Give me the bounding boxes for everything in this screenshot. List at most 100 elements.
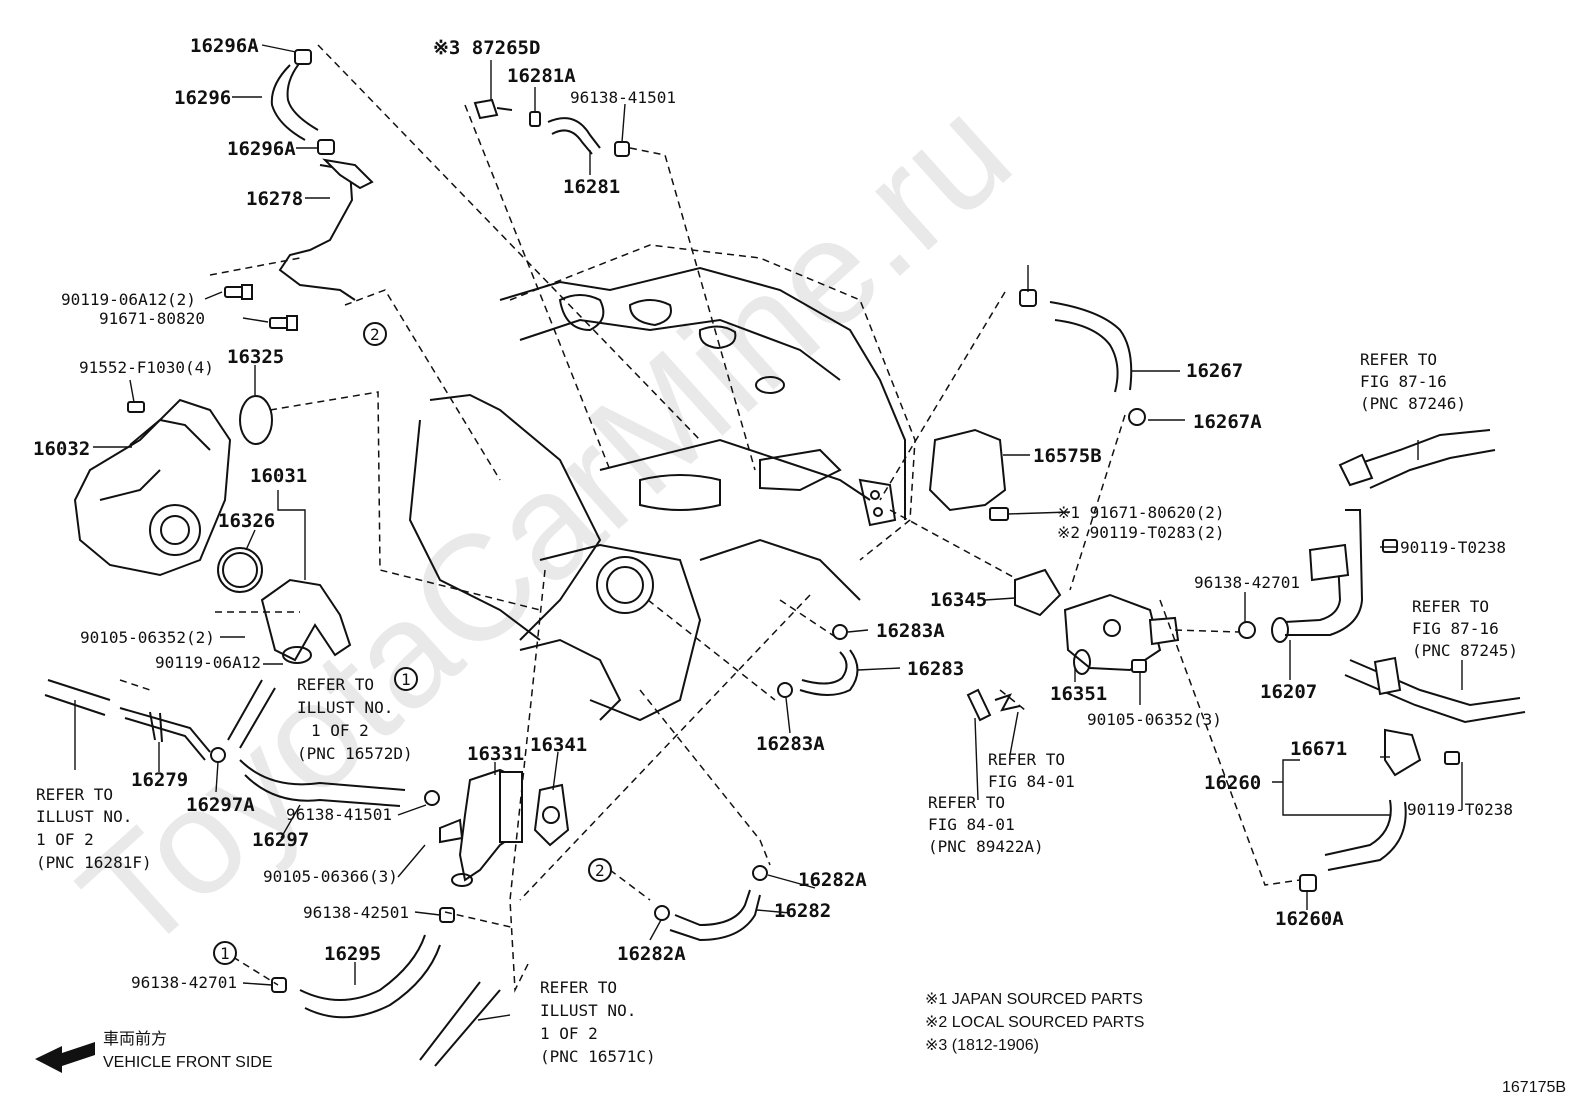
footnote-1: ※1 JAPAN SOURCED PARTS bbox=[925, 991, 1143, 1008]
callout-2: 2 bbox=[370, 325, 380, 344]
direction-en: VEHICLE FRONT SIDE bbox=[103, 1054, 273, 1071]
label-16282a-top: 16282A bbox=[798, 869, 867, 891]
label-16031: 16031 bbox=[250, 465, 307, 487]
label-90119-t0238-top: 90119-T0238 bbox=[1400, 538, 1506, 557]
gasket-16325 bbox=[239, 395, 273, 445]
svg-text:ILLUST NO.: ILLUST NO. bbox=[540, 1001, 636, 1020]
callout-circles: 2 1 2 1 bbox=[213, 322, 612, 965]
label-16326: 16326 bbox=[218, 510, 275, 532]
hose-16260 bbox=[1299, 728, 1460, 892]
label-16267: 16267 bbox=[1186, 360, 1243, 382]
svg-text:FIG 87-16: FIG 87-16 bbox=[1412, 619, 1499, 638]
svg-text:(PNC 87246): (PNC 87246) bbox=[1360, 394, 1466, 413]
svg-text:FIG 84-01: FIG 84-01 bbox=[988, 772, 1075, 791]
svg-text:FIG 87-16: FIG 87-16 bbox=[1360, 372, 1447, 391]
water-pump-16032 bbox=[73, 398, 232, 577]
label-16341: 16341 bbox=[530, 734, 587, 756]
label-16575b: 16575B bbox=[1033, 445, 1102, 467]
label-16297: 16297 bbox=[252, 829, 309, 851]
label-16267a-bot: 16267A bbox=[1193, 411, 1262, 433]
water-inlet-16031 bbox=[260, 578, 352, 664]
svg-text:REFER TO: REFER TO bbox=[36, 785, 113, 804]
label-16260a: 16260A bbox=[1275, 908, 1344, 930]
hose-16282 bbox=[654, 865, 768, 942]
hose-stub-16571c bbox=[419, 981, 501, 1067]
label-16283a-bot: 16283A bbox=[756, 733, 825, 755]
label-90119-06a12: 90119-06A12 bbox=[155, 653, 261, 672]
gasket-16341 bbox=[533, 783, 570, 847]
refer-84-01-b: REFER TO FIG 84-01 (PNC 89422A) bbox=[928, 793, 1044, 856]
footnote-2: ※2 LOCAL SOURCED PARTS bbox=[925, 1014, 1144, 1031]
hose-87246 bbox=[1338, 429, 1496, 489]
label-90119-t0283: ※2 90119-T0283(2) bbox=[1057, 523, 1225, 542]
label-16281a: 16281A bbox=[507, 65, 576, 87]
part-labels: 16296A 16296 16296A 16278 90119-06A12(2)… bbox=[33, 35, 1513, 992]
label-16281: 16281 bbox=[563, 176, 620, 198]
refer-16572d: REFER TO ILLUST NO. 1 OF 2 (PNC 16572D) bbox=[297, 675, 413, 763]
label-96138-42701-r: 96138-42701 bbox=[1194, 573, 1300, 592]
o-ring-16326 bbox=[217, 547, 263, 593]
label-16297a: 16297A bbox=[186, 794, 255, 816]
pipe-16278 bbox=[278, 158, 374, 301]
svg-text:REFER TO: REFER TO bbox=[297, 675, 374, 694]
hose-87245 bbox=[1344, 656, 1526, 724]
svg-text:1 OF 2: 1 OF 2 bbox=[540, 1024, 598, 1043]
dashed-leaders bbox=[119, 44, 1301, 993]
label-16325: 16325 bbox=[227, 346, 284, 368]
svg-text:(PNC 89422A): (PNC 89422A) bbox=[928, 837, 1044, 856]
hose-16297 bbox=[210, 747, 440, 807]
label-16282a-bot: 16282A bbox=[617, 943, 686, 965]
housing-16351 bbox=[1063, 593, 1180, 675]
svg-text:REFER TO: REFER TO bbox=[928, 793, 1005, 812]
hose-16295 bbox=[271, 907, 455, 1019]
label-90105-06366: 90105-06366(3) bbox=[263, 867, 398, 886]
svg-text:FIG 84-01: FIG 84-01 bbox=[928, 815, 1015, 834]
label-16032: 16032 bbox=[33, 438, 90, 460]
footnote-3: ※3 (1812-1906) bbox=[925, 1037, 1039, 1054]
label-16283: 16283 bbox=[907, 658, 964, 680]
bracket-16575b bbox=[928, 428, 1007, 512]
direction-jp: 車両前方 bbox=[103, 1030, 167, 1048]
refer-87246: REFER TO FIG 87-16 (PNC 87246) bbox=[1360, 350, 1466, 413]
callout-1: 1 bbox=[401, 670, 411, 689]
label-91671-80620: ※1 91671-80620(2) bbox=[1057, 503, 1225, 522]
sensor-89422a bbox=[966, 688, 1021, 722]
engine-block bbox=[408, 244, 916, 722]
callout-2b: 2 bbox=[595, 861, 605, 880]
svg-text:ILLUST NO.: ILLUST NO. bbox=[36, 807, 132, 826]
label-96138-42701-l: 96138-42701 bbox=[131, 973, 237, 992]
label-16296a-top: 16296A bbox=[190, 35, 259, 57]
leader-lines bbox=[74, 44, 1463, 1021]
label-96138-41501-t: 96138-41501 bbox=[570, 88, 676, 107]
svg-text:REFER TO: REFER TO bbox=[1412, 597, 1489, 616]
arrow-left-icon bbox=[35, 1042, 95, 1073]
hose-16296 bbox=[270, 49, 335, 155]
svg-text:(PNC 87245): (PNC 87245) bbox=[1412, 641, 1518, 660]
callout-1b: 1 bbox=[220, 944, 230, 963]
label-16279: 16279 bbox=[131, 769, 188, 791]
diagram-code: 167175B bbox=[1502, 1079, 1566, 1096]
hose-16267 bbox=[1019, 289, 1146, 426]
refer-87245: REFER TO FIG 87-16 (PNC 87245) bbox=[1412, 597, 1518, 660]
label-16283a-top: 16283A bbox=[876, 620, 945, 642]
svg-text:1 OF 2: 1 OF 2 bbox=[36, 830, 94, 849]
label-90105-06352-3: 90105-06352(3) bbox=[1087, 710, 1222, 729]
label-90105-06352-2: 90105-06352(2) bbox=[80, 628, 215, 647]
refer-84-01-a: REFER TO FIG 84-01 bbox=[988, 750, 1075, 791]
label-16278: 16278 bbox=[246, 188, 303, 210]
thermostat-housing-16331 bbox=[439, 768, 523, 887]
label-16671: 16671 bbox=[1290, 738, 1347, 760]
label-96138-41501-l: 96138-41501 bbox=[286, 805, 392, 824]
bolts-upper-left bbox=[224, 284, 298, 331]
label-16260: 16260 bbox=[1204, 772, 1261, 794]
hose-16207 bbox=[1238, 509, 1398, 643]
hose-16283 bbox=[777, 624, 859, 698]
svg-text:(PNC 16572D): (PNC 16572D) bbox=[297, 744, 413, 763]
refer-notes: REFER TO ILLUST NO. 1 OF 2 (PNC 16572D) … bbox=[36, 350, 1518, 1066]
label-96138-42501: 96138-42501 bbox=[303, 903, 409, 922]
hose-16281 bbox=[473, 98, 630, 157]
label-16295: 16295 bbox=[324, 943, 381, 965]
label-91671-80820: 91671-80820 bbox=[99, 309, 205, 328]
